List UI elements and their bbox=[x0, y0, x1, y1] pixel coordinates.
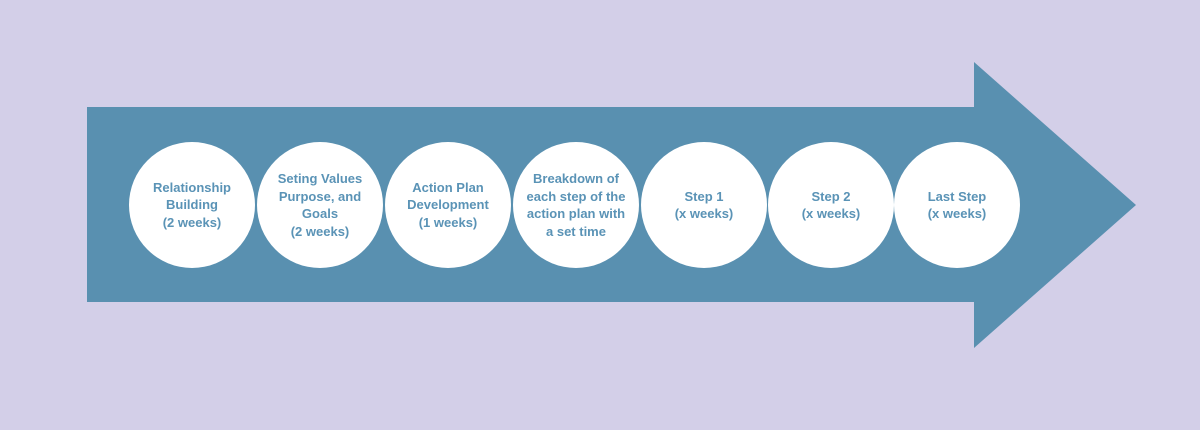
step-circle-relationship-building: Relationship Building (2 weeks) bbox=[129, 142, 255, 268]
step-label: Step 2 (x weeks) bbox=[801, 188, 861, 222]
step-label: Last Step (x weeks) bbox=[927, 188, 987, 222]
step-circle-last-step: Last Step (x weeks) bbox=[894, 142, 1020, 268]
step-label: Step 1 (x weeks) bbox=[674, 188, 734, 222]
step-circle-step-1: Step 1 (x weeks) bbox=[641, 142, 767, 268]
step-label: Action Plan Development (1 weeks) bbox=[407, 179, 489, 230]
step-circle-setting-values: Seting Values Purpose, and Goals (2 week… bbox=[257, 142, 383, 268]
step-label: Relationship Building (2 weeks) bbox=[152, 179, 231, 230]
step-label: Breakdown of each step of the action pla… bbox=[526, 171, 626, 239]
step-circle-breakdown: Breakdown of each step of the action pla… bbox=[513, 142, 639, 268]
step-label: Seting Values Purpose, and Goals (2 week… bbox=[277, 171, 363, 239]
step-circle-action-plan-development: Action Plan Development (1 weeks) bbox=[385, 142, 511, 268]
step-circle-step-2: Step 2 (x weeks) bbox=[768, 142, 894, 268]
